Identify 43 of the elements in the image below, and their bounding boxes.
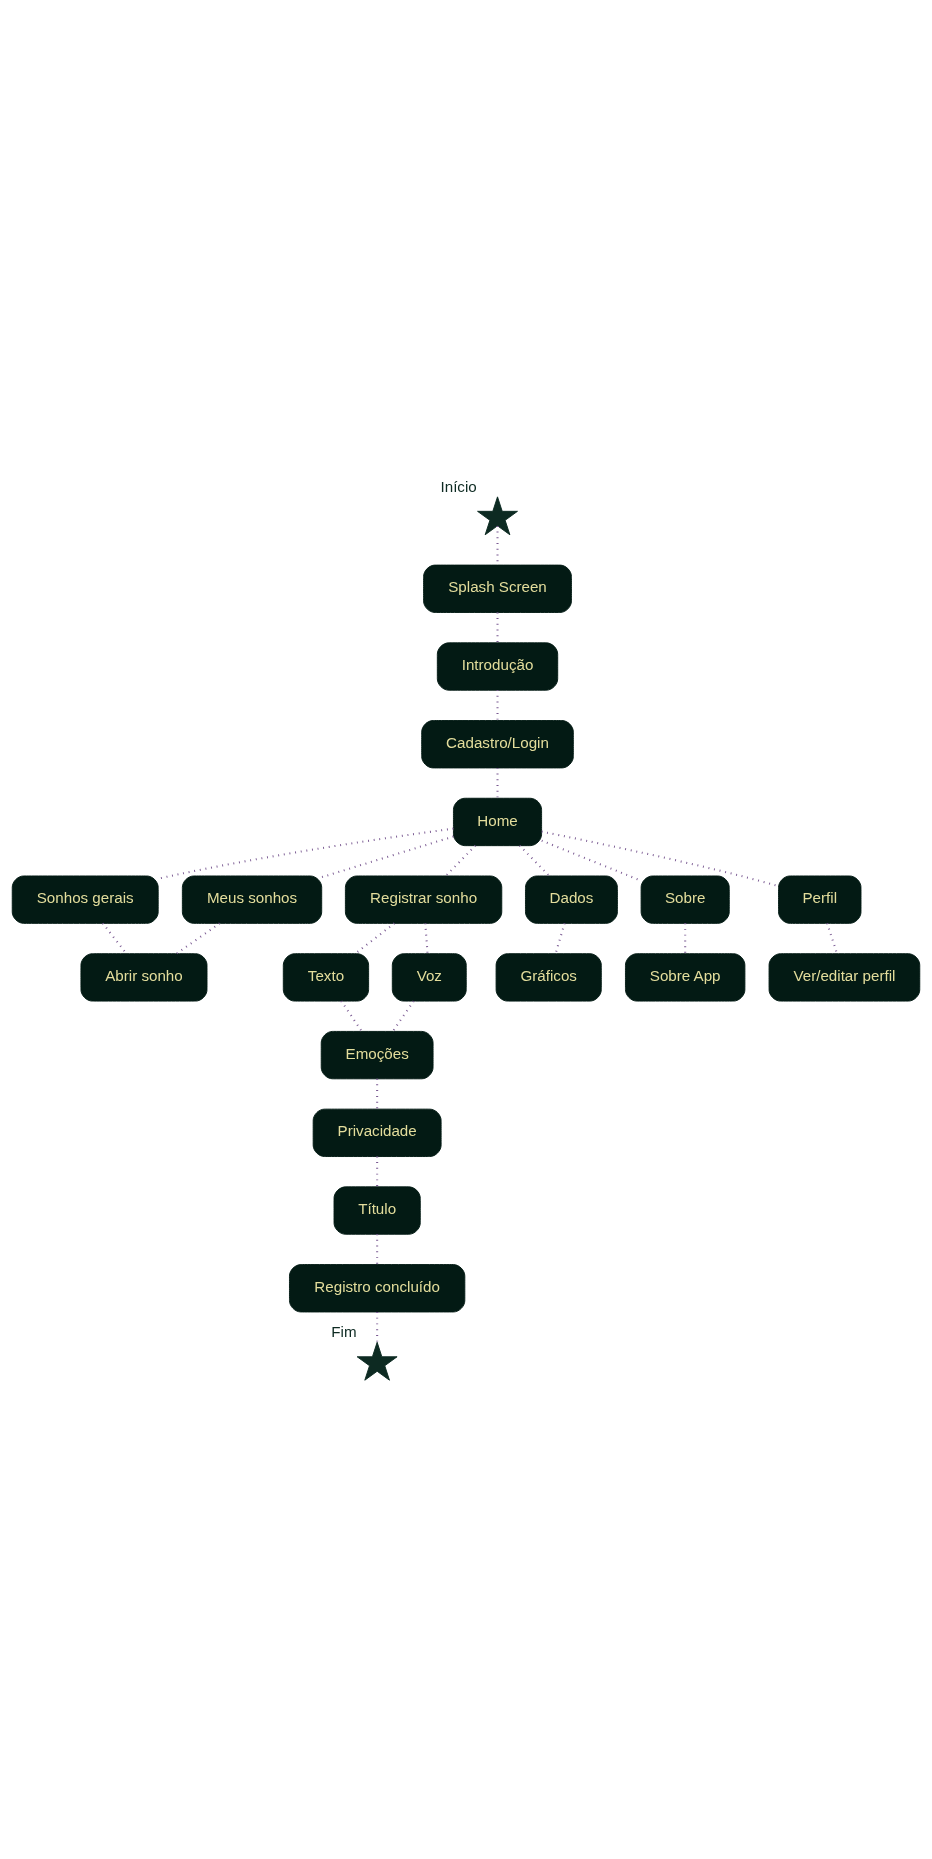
node-box: Texto [282, 952, 370, 1002]
node-box: Emoções [320, 1030, 434, 1079]
node-box: Abrir sonho [80, 952, 208, 1002]
node-star [356, 1341, 398, 1381]
node-box: Registro concluído [289, 1263, 466, 1312]
connector [445, 844, 477, 876]
connector [158, 827, 454, 880]
node-box: Home [452, 797, 543, 846]
connector [518, 844, 550, 876]
connector [496, 689, 499, 720]
node-box: Registrar sonho [344, 875, 503, 924]
node-box: Sonhos gerais [11, 875, 159, 924]
connector [102, 922, 127, 954]
node-box: Splash Screen [423, 564, 572, 613]
connector [392, 1000, 415, 1032]
connector [321, 835, 454, 878]
node-box: Privacidade [312, 1108, 442, 1157]
connector [176, 922, 221, 954]
node-box: Ver/editar perfil [768, 952, 921, 1002]
connector [826, 922, 838, 954]
node-box: Perfil [778, 875, 862, 924]
node-box: Voz [391, 952, 467, 1002]
node-box: Sobre App [625, 952, 746, 1002]
node-box: Título [333, 1185, 421, 1235]
connector [496, 612, 499, 643]
node-box: Meus sonhos [181, 875, 323, 924]
connector [376, 1311, 379, 1342]
node-box: Gráficos [495, 952, 602, 1002]
connector [541, 830, 779, 887]
node-label: Início [440, 477, 477, 495]
node-box: Sobre [640, 875, 730, 924]
node-box: Dados [525, 875, 618, 924]
connector [496, 767, 499, 798]
connector [684, 922, 687, 953]
node-label: Fim [331, 1322, 357, 1340]
connector [554, 922, 566, 954]
connector [340, 1000, 363, 1032]
connector [376, 1233, 379, 1264]
node-box: Introdução [436, 641, 559, 691]
connector [424, 922, 429, 954]
node-box: Cadastro/Login [421, 719, 574, 768]
node-star [477, 495, 518, 535]
connector [354, 922, 395, 954]
